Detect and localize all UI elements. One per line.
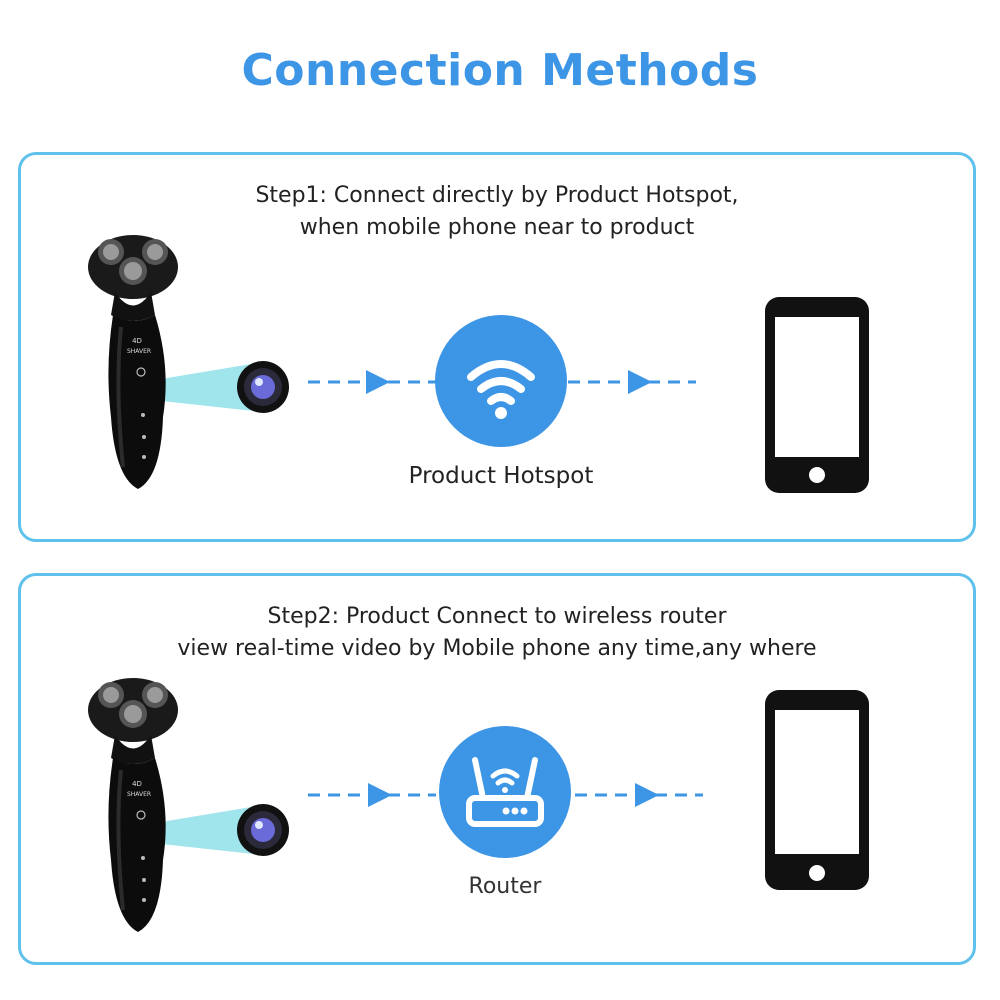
step2-line2: view real-time video by Mobile phone any…: [177, 636, 817, 661]
router-icon: [466, 757, 544, 827]
flow-arrow-2: [568, 370, 696, 394]
svg-text:SHAVER: SHAVER: [127, 791, 151, 798]
hotspot-label: Product Hotspot: [408, 463, 594, 489]
step1-line1: Step1: Connect directly by Product Hotsp…: [255, 183, 739, 208]
page-title: Connection Methods: [241, 45, 759, 96]
svg-text:4D: 4D: [132, 780, 142, 788]
step2-line1: Step2: Product Connect to wireless route…: [267, 604, 727, 629]
shaver-camera-image: 4D SHAVER: [88, 235, 289, 489]
flow-arrow-1: [308, 370, 436, 394]
router-label: Router: [468, 874, 542, 899]
flow-arrow-3: [308, 783, 436, 807]
step1-panel: Step1: Connect directly by Product Hotsp…: [18, 152, 976, 542]
hotspot-hub: [435, 315, 567, 447]
smartphone-icon: [765, 690, 869, 890]
shaver-camera-image: 4D SHAVER: [88, 678, 289, 932]
wifi-icon: [467, 360, 535, 419]
smartphone-icon: [765, 297, 869, 493]
svg-text:4D: 4D: [132, 337, 142, 345]
router-hub: [439, 726, 571, 858]
step1-line2: when mobile phone near to product: [299, 215, 695, 240]
flow-arrow-4: [575, 783, 703, 807]
step2-panel: Step2: Product Connect to wireless route…: [18, 573, 976, 965]
svg-text:SHAVER: SHAVER: [127, 348, 151, 355]
